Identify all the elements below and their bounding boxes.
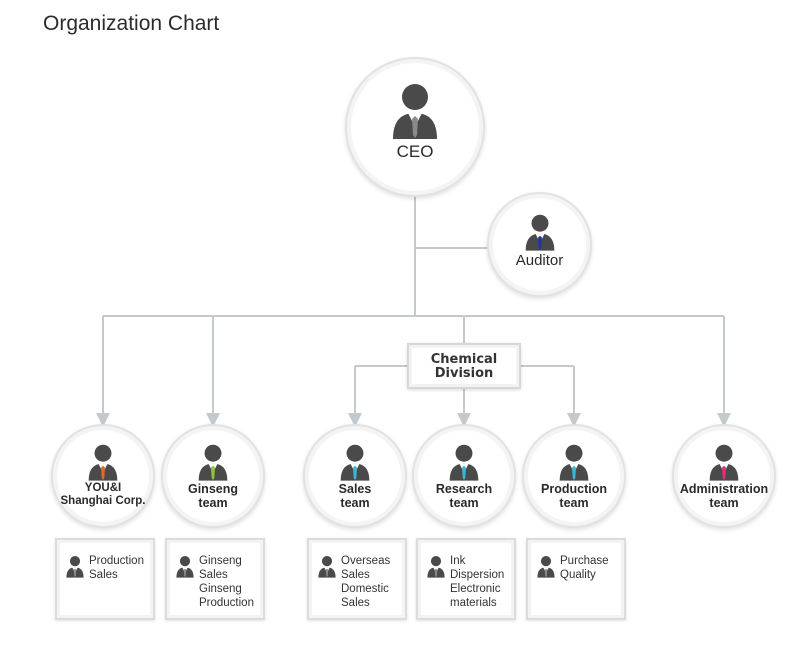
duty-item: Sales bbox=[199, 569, 228, 581]
duty-item: Dispersion bbox=[450, 569, 505, 581]
division-line1: Chemical bbox=[430, 352, 498, 367]
person-icon bbox=[88, 444, 118, 481]
chemical-division-box: Chemical Division bbox=[407, 343, 521, 389]
team-node-ginseng: Ginseng team bbox=[161, 424, 265, 528]
duty-item: Production bbox=[199, 597, 254, 609]
person-icon bbox=[176, 556, 194, 578]
duty-item: Purchase bbox=[560, 555, 609, 567]
person-icon bbox=[427, 556, 445, 578]
person-icon bbox=[449, 444, 479, 481]
team-label-line2: team bbox=[340, 496, 370, 510]
person-icon bbox=[66, 556, 84, 578]
duty-item: Sales bbox=[341, 597, 370, 609]
duty-item: Ink bbox=[450, 555, 466, 567]
team-label-line1: Ginseng bbox=[187, 482, 238, 496]
duty-item: Domestic bbox=[341, 583, 389, 595]
team-label-line1: Research bbox=[435, 482, 493, 496]
person-icon bbox=[340, 444, 370, 481]
person-icon bbox=[537, 556, 555, 578]
person-icon bbox=[318, 556, 336, 578]
duty-item: Ginseng bbox=[199, 555, 242, 567]
division-line2: Division bbox=[434, 366, 494, 381]
auditor-node: Auditor bbox=[487, 192, 592, 297]
team-label-line2: team bbox=[198, 496, 228, 510]
person-icon bbox=[198, 444, 228, 481]
team-node-sales: Sales team bbox=[303, 424, 407, 528]
duty-item: materials bbox=[450, 597, 497, 609]
duty-item: Overseas bbox=[341, 555, 391, 567]
team-node-production: Production team bbox=[522, 424, 626, 528]
person-icon bbox=[559, 444, 589, 481]
team-node-youi: YOU&I Shanghai Corp. bbox=[51, 424, 155, 528]
team-node-research: Research team bbox=[412, 424, 516, 528]
duty-item: Ginseng bbox=[199, 583, 242, 595]
duty-item: Production bbox=[89, 555, 144, 567]
duty-item: Electronic bbox=[450, 583, 501, 595]
duty-item: Sales bbox=[341, 569, 370, 581]
team-label-line1: YOU&I bbox=[84, 482, 122, 494]
duty-item: Sales bbox=[89, 569, 118, 581]
person-icon bbox=[709, 444, 739, 481]
team-label-line1: Administration bbox=[679, 482, 769, 496]
team-label-line1: Sales bbox=[338, 482, 372, 496]
duty-card-ginseng: Ginseng Sales Ginseng Production bbox=[165, 538, 265, 620]
team-label-line2: team bbox=[709, 496, 739, 510]
ceo-node: CEO bbox=[345, 57, 485, 197]
person-icon bbox=[525, 214, 554, 251]
ceo-label: CEO bbox=[396, 142, 434, 161]
duty-card-production: Purchase Quality bbox=[526, 538, 626, 620]
person-icon bbox=[393, 84, 437, 139]
team-label-line1: Production bbox=[541, 482, 607, 496]
team-label-line2: Shanghai Corp. bbox=[60, 495, 146, 507]
team-label-line2: team bbox=[559, 496, 589, 510]
duty-item: Quality bbox=[560, 569, 596, 581]
duty-card-research: Ink Dispersion Electronic materials bbox=[416, 538, 516, 620]
auditor-label: Auditor bbox=[515, 252, 564, 269]
team-label-line2: team bbox=[449, 496, 479, 510]
duty-card-youi: Production Sales bbox=[55, 538, 155, 620]
page-title: Organization Chart bbox=[43, 12, 220, 35]
team-node-administration: Administration team bbox=[672, 424, 776, 528]
duty-card-sales: Overseas Sales Domestic Sales bbox=[307, 538, 407, 620]
